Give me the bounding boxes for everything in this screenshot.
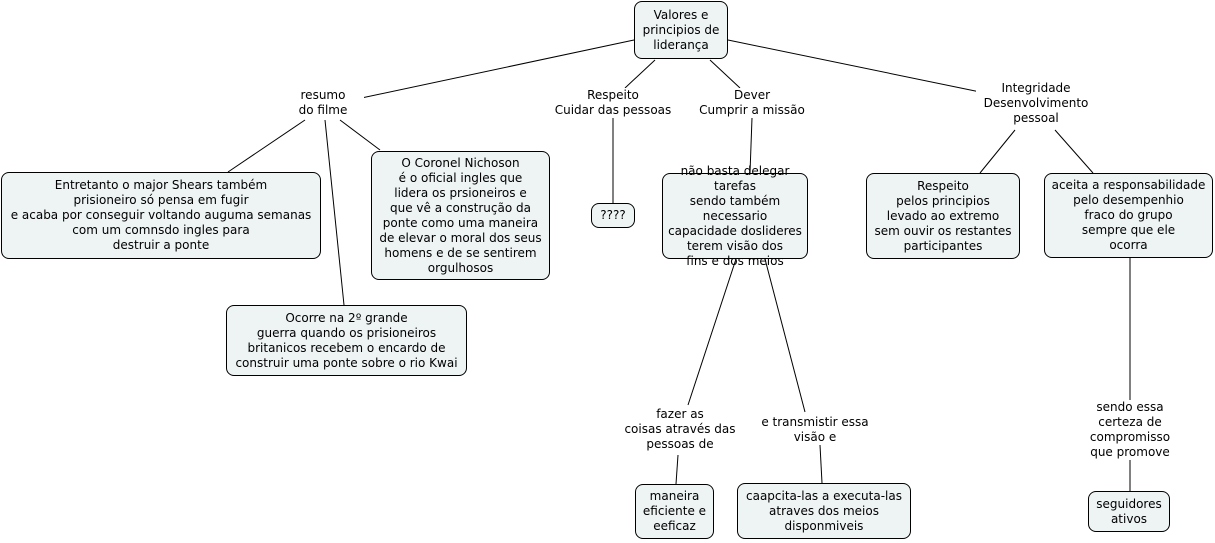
link-label-sendo: sendo essa certeza de compromisso que pr… xyxy=(1080,400,1180,460)
connector-line xyxy=(675,454,679,485)
link-label-transmitir: e transmistir essa visão e xyxy=(750,415,880,445)
node-delegar[interactable]: não basta delegar tarefas sendo também n… xyxy=(662,164,808,268)
connector-line xyxy=(979,129,1016,174)
connector-line xyxy=(1054,129,1094,174)
node-maneira[interactable]: maneira eficiente e eeficaz xyxy=(635,484,714,539)
node-capacita[interactable]: caapcita-las a executa-las atraves dos m… xyxy=(737,483,911,539)
node-ocorre[interactable]: Ocorre na 2º grande guerra quando os pri… xyxy=(226,305,467,376)
link-label-resumo: resumo do filme xyxy=(282,88,364,118)
connector-line xyxy=(339,119,381,151)
link-label-respeito: Respeito Cuidar das pessoas xyxy=(548,88,678,118)
node-aceita[interactable]: aceita a responsabilidade pelo desempenh… xyxy=(1044,173,1213,258)
connector-line xyxy=(709,59,741,89)
link-label-dever: Dever Cumprir a missão xyxy=(690,88,814,118)
node-entretanto[interactable]: Entretanto o major Shears também prision… xyxy=(1,172,321,259)
node-question[interactable]: ???? xyxy=(591,203,635,228)
connector-line xyxy=(624,59,656,89)
connector-line xyxy=(749,117,753,174)
connector-line xyxy=(324,119,345,306)
link-label-fazer: fazer as coisas através das pessoas de xyxy=(615,407,745,452)
link-label-integridade: Integridade Desenvolvimento pessoal xyxy=(976,81,1096,126)
node-nichoson[interactable]: O Coronel Nichoson é o oficial ingles qu… xyxy=(371,151,550,280)
root-node[interactable]: Valores e principios de liderança xyxy=(634,1,728,59)
connector-line xyxy=(687,258,737,406)
connector-line xyxy=(351,39,635,101)
connector-line xyxy=(227,119,306,173)
node-seguidores[interactable]: seguidores ativos xyxy=(1088,491,1170,532)
connector-line xyxy=(819,444,823,484)
node-respeito-principios[interactable]: Respeito pelos principios levado ao extr… xyxy=(866,173,1020,259)
connector-line xyxy=(764,258,806,413)
connector-line xyxy=(727,39,986,94)
